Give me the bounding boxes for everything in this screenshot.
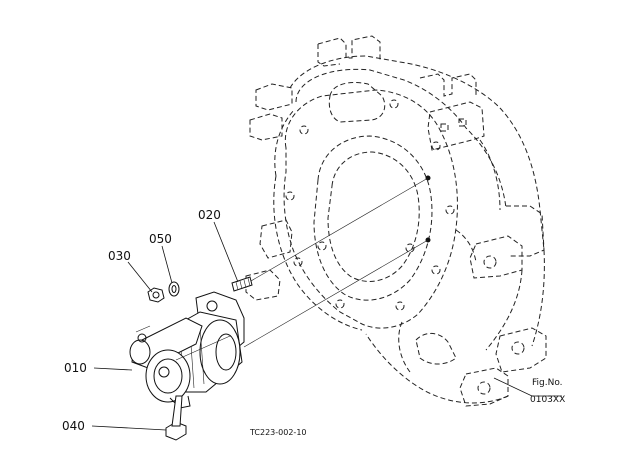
callout-050: 050	[149, 232, 172, 246]
starter-motor	[129, 291, 245, 409]
spring-washer	[168, 281, 180, 297]
callout-010: 010	[64, 361, 87, 375]
flywheel-housing	[245, 35, 547, 407]
stud-bolt	[231, 276, 253, 292]
drawing-code: TC223-002-10	[249, 428, 307, 437]
mounting-bolt	[165, 395, 187, 441]
callout-020: 020	[198, 208, 221, 222]
callout-040: 040	[62, 419, 85, 433]
callout-030: 030	[108, 249, 131, 263]
figure-number: 0103XX	[530, 395, 565, 405]
leader-lines	[91, 221, 562, 431]
figure-label: Fig.No.	[532, 378, 563, 388]
assembly-lines	[243, 177, 429, 348]
